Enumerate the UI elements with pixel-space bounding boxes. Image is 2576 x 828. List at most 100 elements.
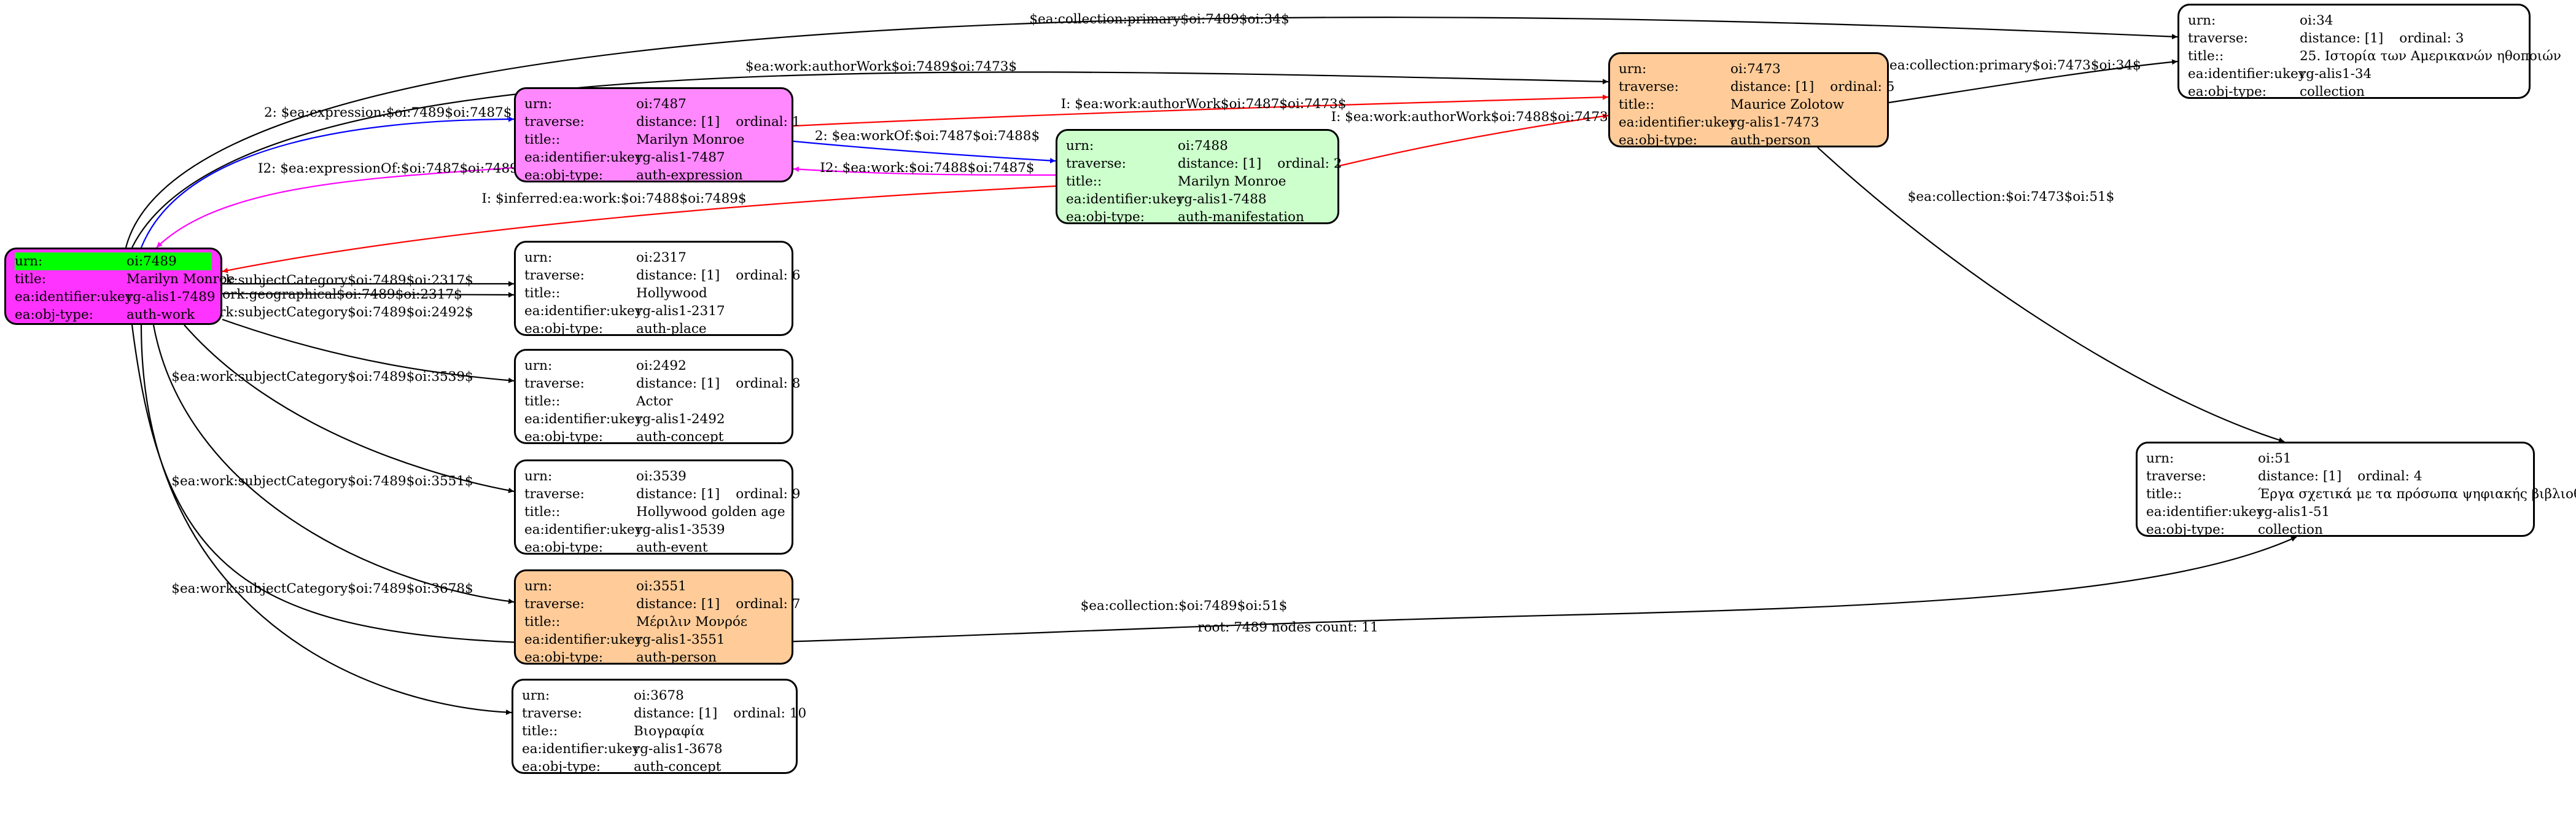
node-field-row: title::Marilyn Monroe bbox=[1066, 173, 1329, 190]
field-value: distance: [1] bbox=[636, 114, 720, 130]
field-key: ea:obj-type: bbox=[522, 759, 601, 775]
node-field-row: urn:oi:3678 bbox=[522, 687, 787, 705]
field-value: auth-concept bbox=[636, 429, 724, 445]
field-key: title:: bbox=[2188, 49, 2224, 64]
node-field-row: urn:oi:34 bbox=[2188, 12, 2520, 29]
field-value: Βιογραφία bbox=[634, 724, 705, 739]
field-value: Actor bbox=[636, 394, 673, 409]
node-field-row: ea:obj-type: collection bbox=[2188, 83, 2520, 101]
field-ordinal: ordinal: 3 bbox=[2399, 31, 2464, 46]
field-key: title:: bbox=[524, 504, 561, 520]
field-key: ea:obj-type: bbox=[524, 168, 603, 183]
field-value: oi:7487 bbox=[636, 96, 687, 112]
field-value: auth-event bbox=[636, 540, 708, 555]
field-value: rg-alis1-3539 bbox=[636, 522, 725, 537]
field-ordinal: ordinal: 1 bbox=[736, 114, 801, 130]
node-field-row: urn: oi:7473 bbox=[1619, 60, 1878, 78]
field-value: Έργα σχετικά με τα πρόσωπα ψηφιακής βιβλ… bbox=[2258, 486, 2576, 502]
field-key: title:: bbox=[522, 724, 558, 739]
edge-label: $ea:collection:primary$oi:7473$oi:34$ bbox=[1881, 58, 2141, 73]
node-field-row: title::Έργα σχετικά με τα πρόσωπα ψηφιακ… bbox=[2146, 485, 2576, 503]
node-field-row: ea:obj-type:auth-manifestation bbox=[1066, 208, 1329, 226]
edge-e10 bbox=[1888, 59, 2178, 104]
field-key: urn: bbox=[524, 358, 553, 373]
field-key: ea:obj-type: bbox=[2188, 84, 2267, 100]
node-field-row: traverse:distance: [1]ordinal: 6 bbox=[524, 267, 800, 284]
field-key: title:: bbox=[524, 286, 561, 301]
field-key: ea:identifier:ukey bbox=[2146, 504, 2264, 520]
field-value: oi:3551 bbox=[636, 579, 687, 594]
field-value: oi:3539 bbox=[636, 469, 687, 484]
field-key: title:: bbox=[1619, 97, 1655, 112]
field-value: Marilyn Monroe bbox=[636, 132, 745, 147]
node-field-row: title::Hollywood golden age bbox=[524, 503, 785, 521]
field-key: urn: bbox=[524, 579, 553, 594]
field-value: distance: [1] bbox=[636, 486, 720, 502]
node-field-row: traverse:distance: [1]ordinal: 2 bbox=[1066, 155, 1342, 173]
node-field-row: title::Marilyn Monroe bbox=[524, 131, 783, 149]
node-field-row: title::25. Ιστορία των Αμερικανών ηθοποι… bbox=[2188, 47, 2561, 65]
field-value: oi:2317 bbox=[636, 250, 687, 265]
field-value: Hollywood bbox=[636, 286, 707, 301]
field-value: rg-alis1-34 bbox=[2300, 66, 2372, 82]
field-key: ea:obj-type: bbox=[1619, 133, 1697, 148]
field-key: urn: bbox=[522, 688, 550, 703]
field-ordinal: ordinal: 2 bbox=[1277, 156, 1342, 171]
field-value: rg-alis1-3551 bbox=[636, 632, 725, 647]
field-value: oi:51 bbox=[2258, 451, 2292, 466]
field-key: ea:obj-type: bbox=[524, 540, 603, 555]
node-field-row: urn: oi:3551 bbox=[524, 577, 783, 595]
edge-label: $ea:work:geographical$oi:7489$oi:2317$ bbox=[182, 287, 462, 302]
node-field-row: traverse:distance: [1]ordinal: 4 bbox=[2146, 467, 2524, 485]
edge-e14 bbox=[222, 318, 515, 383]
node-field-row: ea:obj-type:auth-person bbox=[1619, 131, 1878, 149]
node-field-row: ea:obj-type:auth-concept bbox=[524, 428, 783, 446]
field-value: Marilyn Monroe bbox=[126, 271, 235, 287]
node-field-row: ea:obj-type: auth-event bbox=[524, 539, 783, 557]
field-value: oi:7488 bbox=[1178, 138, 1228, 154]
field-key: traverse: bbox=[1619, 79, 1679, 95]
field-key: traverse: bbox=[524, 114, 585, 130]
field-key: urn: bbox=[1619, 61, 1647, 77]
field-value: collection bbox=[2300, 84, 2365, 100]
field-ordinal: ordinal: 4 bbox=[2357, 469, 2422, 484]
field-value: distance: [1] bbox=[1730, 79, 1815, 95]
edge-e3 bbox=[140, 116, 515, 248]
edge-label: $ea:work:subjectCategory$oi:7489$oi:3678… bbox=[171, 581, 473, 596]
edge-label: 2: $ea:expression:$oi:7489$oi:7487$ bbox=[264, 105, 512, 120]
field-value: distance: [1] bbox=[636, 376, 720, 391]
node-field-row: traverse:distance: [1]ordinal: 5 bbox=[1619, 78, 1894, 96]
field-ordinal: ordinal: 8 bbox=[736, 376, 801, 391]
field-key: traverse: bbox=[524, 376, 585, 391]
node-field-row: ea:obj-type:auth-work bbox=[15, 306, 212, 324]
node-field-row: urn: oi:3539 bbox=[524, 467, 783, 485]
field-key: ea:identifier:ukey bbox=[522, 741, 640, 757]
node-field-row: urn:oi:7488 bbox=[1066, 137, 1329, 155]
node-field-row: title:Marilyn Monroe bbox=[15, 270, 235, 288]
field-key: urn: bbox=[2188, 13, 2216, 28]
edge-label: I: $inferred:ea:work:$oi:7488$oi:7489$ bbox=[481, 191, 746, 206]
field-value: Marilyn Monroe bbox=[1178, 174, 1286, 189]
edge-label: $ea:work:subjectCategory$oi:7489$oi:3551… bbox=[171, 474, 473, 489]
edge-e8 bbox=[1339, 113, 1609, 167]
field-key: urn: bbox=[524, 469, 553, 484]
field-key: traverse: bbox=[524, 486, 585, 502]
edge-e9 bbox=[222, 185, 1056, 273]
field-value: oi:7473 bbox=[1730, 61, 1781, 77]
